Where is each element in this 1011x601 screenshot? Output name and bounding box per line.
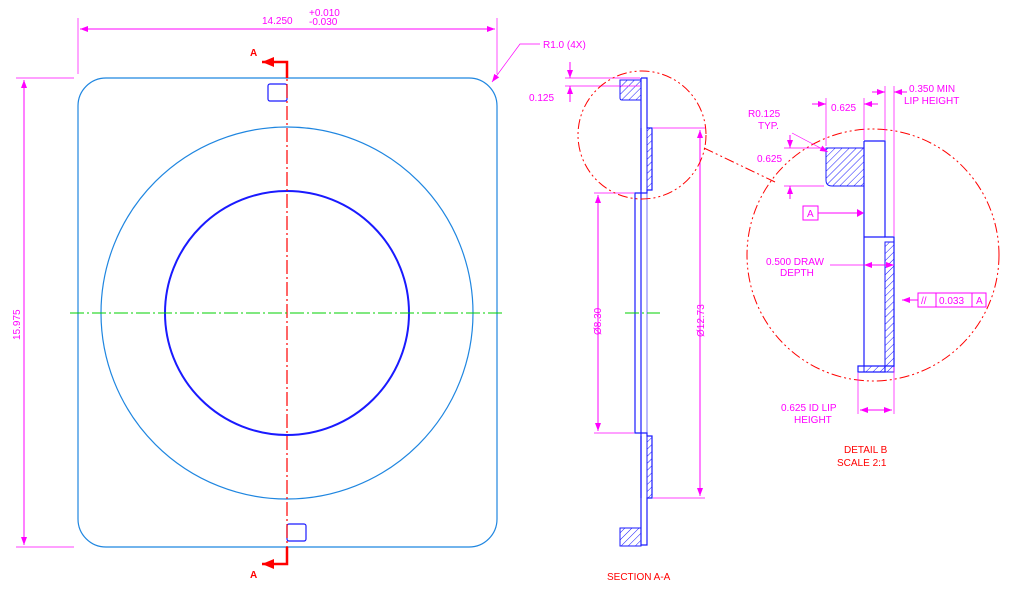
top-tab xyxy=(267,83,288,102)
lip-height-note-1: 0.350 MIN xyxy=(909,84,955,95)
datum-label: A xyxy=(807,209,814,220)
height-dimension: 15.975 xyxy=(12,309,23,340)
detail-height-dimension: 0.625 xyxy=(757,154,782,165)
detail-scale: SCALE 2:1 xyxy=(837,458,887,469)
detail-view: 0.625 0.625 R0.125 TYP. 0.350 MIN LIP HE… xyxy=(746,84,1000,469)
section-lip-bottom xyxy=(619,527,642,547)
fcf-datum: A xyxy=(976,296,983,307)
section-arrow-top xyxy=(262,57,289,78)
detail-title: DETAIL B xyxy=(844,445,888,456)
detail-lip xyxy=(825,147,865,187)
detail-radius-note: R0.125 xyxy=(748,109,781,120)
detail-callout-circle xyxy=(577,70,707,200)
section-view: 0.125 Ø8.30 Ø12.73 SECTION A-A xyxy=(529,62,776,583)
fcf-parallel-symbol: // xyxy=(921,296,927,307)
lip-height-note-2: LIP HEIGHT xyxy=(904,96,959,107)
draw-depth-note-1: 0.500 DRAW xyxy=(766,257,825,268)
fcf-frame xyxy=(917,292,987,308)
width-tolerance-plus: +0.010 xyxy=(309,8,340,19)
section-title: SECTION A-A xyxy=(607,572,671,583)
corner-radius-note: R1.0 (4X) xyxy=(543,40,586,51)
detail-width-dimension: 0.625 xyxy=(831,103,856,114)
section-label-top: A xyxy=(250,48,257,59)
fcf-tolerance: 0.033 xyxy=(939,296,964,307)
width-tolerance-minus: -0.030 xyxy=(309,17,338,28)
section-label-bottom: A xyxy=(250,570,257,581)
section-arrow-bottom xyxy=(262,547,289,569)
top-thickness-dimension: 0.125 xyxy=(529,93,554,104)
id-lip-note-2: HEIGHT xyxy=(794,415,832,426)
width-dimension: 14.250 xyxy=(262,16,293,27)
front-view: A A 14.250 +0.010 -0.030 15.975 R1.0 (4X… xyxy=(12,8,586,581)
draw-depth-note-2: DEPTH xyxy=(780,268,814,279)
section-lip-top xyxy=(619,79,642,101)
bottom-tab xyxy=(286,523,307,542)
detail-radius-typ: TYP. xyxy=(758,121,779,132)
corner-radius-leader xyxy=(491,43,540,83)
inner-dia-dimension: Ø8.30 xyxy=(593,307,604,335)
detail-circle xyxy=(746,128,1000,382)
id-lip-note-1: 0.625 ID LIP xyxy=(781,403,837,414)
outer-dia-dimension: Ø12.73 xyxy=(696,304,707,337)
